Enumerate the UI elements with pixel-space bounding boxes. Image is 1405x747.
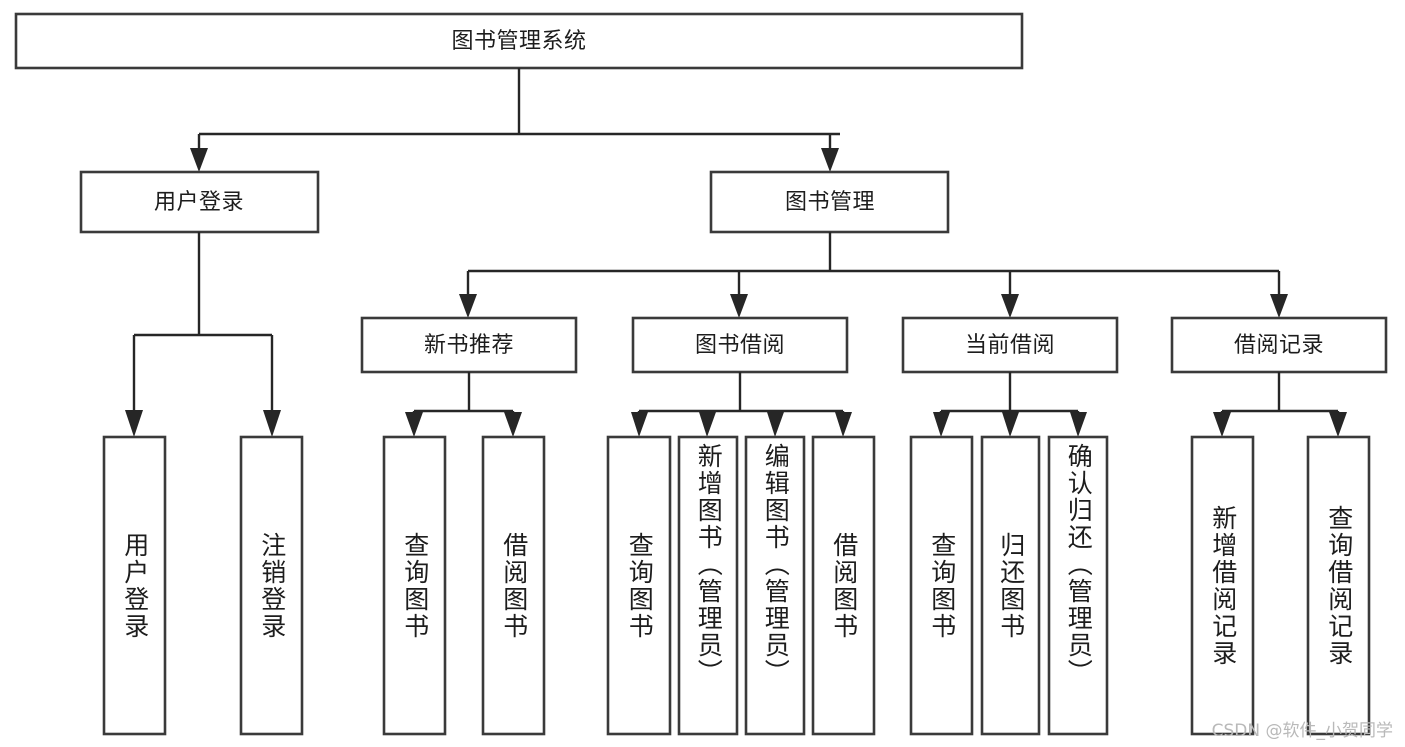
- connector-borrow-record-to-leaves: [1213, 372, 1347, 437]
- new-book-recommend-box: [360, 316, 578, 374]
- arrow-to-user-login: [190, 148, 208, 172]
- node-user-login[interactable]: 用户登录: [79, 170, 320, 234]
- node-borrow-record[interactable]: 借阅记录: [1170, 316, 1388, 374]
- leaf-box-borrow-book-2[interactable]: [811, 435, 876, 736]
- leaf-box-confirm-return[interactable]: [1047, 435, 1109, 736]
- leaf-box-add-book[interactable]: [677, 435, 739, 736]
- leaf-box-user-login[interactable]: [102, 435, 167, 736]
- user-login-label: 用户登录: [154, 190, 244, 215]
- connector-book-management-to-level3: [459, 232, 1288, 318]
- book-borrow-label: 图书借阅: [695, 333, 785, 358]
- leaf-box-return-book[interactable]: [980, 435, 1041, 736]
- leaf-box-query-book-3[interactable]: [909, 435, 974, 736]
- current-borrow-box: [901, 316, 1119, 374]
- watermark-text: CSDN @软件_小贺同学: [1211, 721, 1393, 741]
- leaf-box-edit-book[interactable]: [744, 435, 806, 736]
- connector-new-book-recommend-to-leaves: [405, 372, 522, 437]
- leaf-box-add-record[interactable]: [1190, 435, 1255, 736]
- borrow-record-label: 借阅记录: [1234, 333, 1324, 358]
- book-management-label: 图书管理: [785, 190, 875, 215]
- connector-user-login-to-leaves: [125, 232, 281, 437]
- connector-current-borrow-to-leaves: [933, 372, 1087, 437]
- current-borrow-label: 当前借阅: [965, 333, 1055, 358]
- leaf-box-query-record[interactable]: [1306, 435, 1371, 736]
- node-root[interactable]: 图书管理系统: [14, 12, 1024, 70]
- leaf-box-user-logout[interactable]: [239, 435, 304, 736]
- connector-book-borrow-to-leaves: [631, 372, 852, 437]
- root-box: [14, 12, 1024, 70]
- leaf-box-borrow-book-1[interactable]: [481, 435, 546, 736]
- node-book-management[interactable]: 图书管理: [709, 170, 950, 234]
- leaf-box-query-book-2[interactable]: [606, 435, 672, 736]
- arrow-to-book-management: [821, 148, 839, 172]
- new-book-recommend-label: 新书推荐: [424, 333, 514, 358]
- node-new-book-recommend[interactable]: 新书推荐: [360, 316, 578, 374]
- connector-root-to-level2: [190, 68, 840, 172]
- leaf-box-query-book-1[interactable]: [382, 435, 447, 736]
- root-label: 图书管理系统: [451, 29, 586, 54]
- node-current-borrow[interactable]: 当前借阅: [901, 316, 1119, 374]
- node-book-borrow[interactable]: 图书借阅: [631, 316, 849, 374]
- user-login-box: [79, 170, 320, 234]
